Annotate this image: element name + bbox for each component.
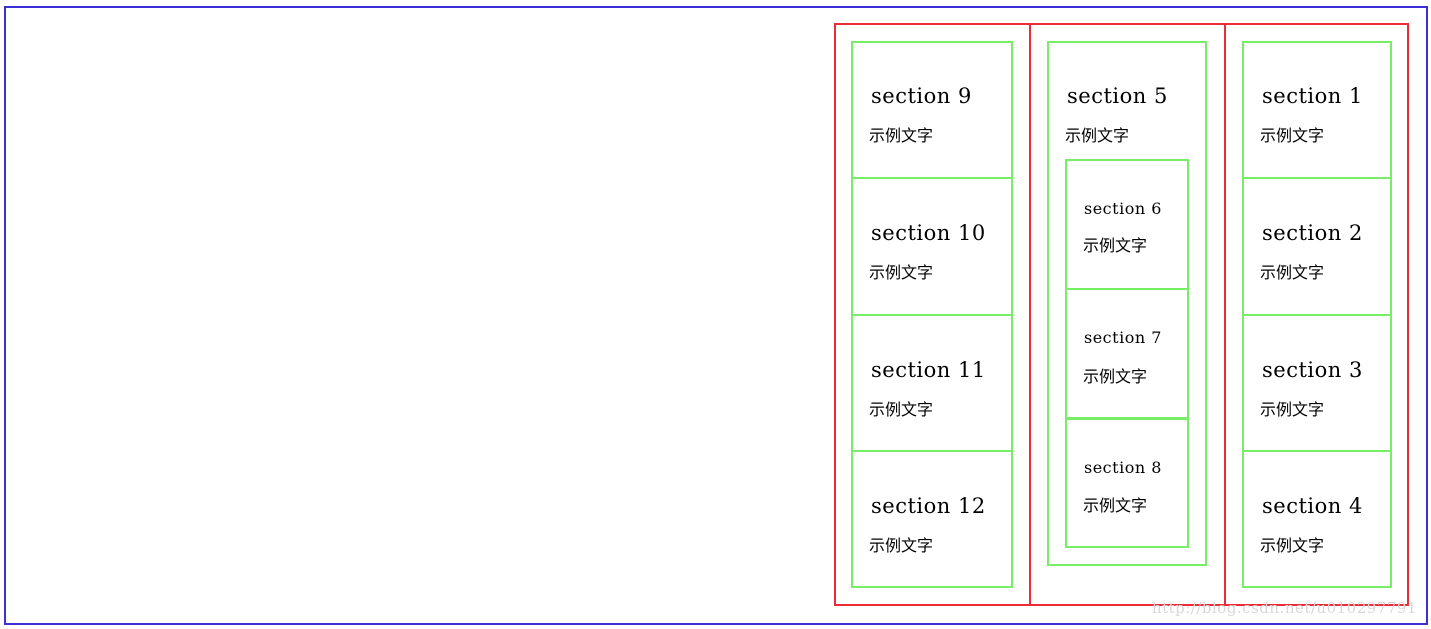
section-8-text: 示例文字 xyxy=(1083,496,1148,515)
section-10-title: section 10 xyxy=(871,221,986,245)
section-6: section 6 示例文字 xyxy=(1065,159,1189,290)
section-11-text: 示例文字 xyxy=(869,400,934,419)
section-2-text: 示例文字 xyxy=(1260,263,1325,282)
section-12-text: 示例文字 xyxy=(869,536,934,555)
section-3-text: 示例文字 xyxy=(1260,400,1325,419)
section-5-text: 示例文字 xyxy=(1065,126,1130,145)
section-3: section 3 示例文字 xyxy=(1242,314,1392,452)
section-9: section 9 示例文字 xyxy=(851,41,1013,179)
section-9-title: section 9 xyxy=(871,84,972,108)
section-4-title: section 4 xyxy=(1262,494,1363,518)
section-1-title: section 1 xyxy=(1262,84,1363,108)
section-1: section 1 示例文字 xyxy=(1242,41,1392,179)
section-2: section 2 示例文字 xyxy=(1242,177,1392,316)
section-8-title: section 8 xyxy=(1084,458,1162,477)
section-7: section 7 示例文字 xyxy=(1065,288,1189,419)
column-right xyxy=(1224,23,1409,606)
section-12: section 12 示例文字 xyxy=(851,450,1013,588)
section-5-title: section 5 xyxy=(1067,84,1168,108)
section-11-title: section 11 xyxy=(871,358,986,382)
section-8: section 8 示例文字 xyxy=(1065,418,1189,548)
section-6-text: 示例文字 xyxy=(1083,236,1148,255)
section-4-text: 示例文字 xyxy=(1260,536,1325,555)
section-2-title: section 2 xyxy=(1262,221,1363,245)
section-1-text: 示例文字 xyxy=(1260,126,1325,145)
section-7-text: 示例文字 xyxy=(1083,367,1148,386)
section-7-title: section 7 xyxy=(1084,328,1162,347)
section-5: section 5 示例文字 xyxy=(1047,41,1207,566)
section-6-title: section 6 xyxy=(1084,199,1162,218)
section-4: section 4 示例文字 xyxy=(1242,450,1392,588)
section-12-title: section 12 xyxy=(871,494,986,518)
outer-container xyxy=(4,6,1428,625)
section-11: section 11 示例文字 xyxy=(851,314,1013,452)
section-10: section 10 示例文字 xyxy=(851,177,1013,316)
watermark: http://blog.csdn.net/u010297791 xyxy=(1151,599,1417,617)
section-3-title: section 3 xyxy=(1262,358,1363,382)
section-9-text: 示例文字 xyxy=(869,126,934,145)
section-10-text: 示例文字 xyxy=(869,263,934,282)
